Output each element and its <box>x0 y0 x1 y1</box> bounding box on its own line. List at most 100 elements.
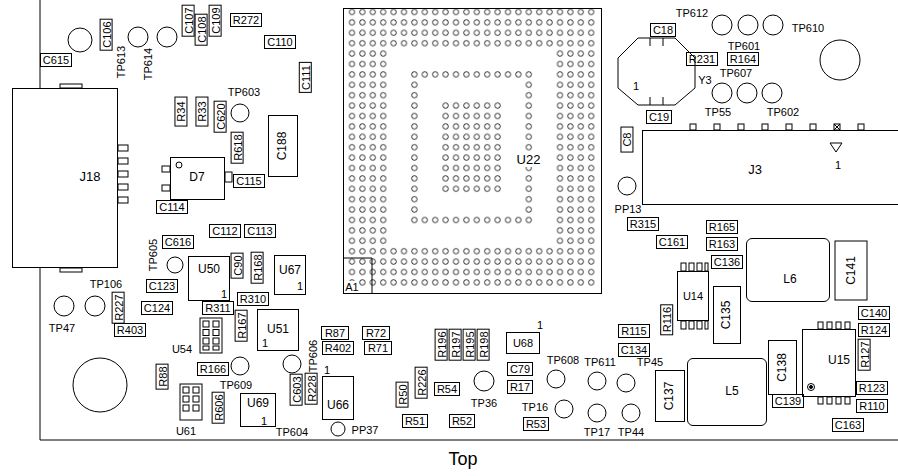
component-outline: C123 <box>146 279 178 292</box>
reference-designator: D7 <box>189 171 204 184</box>
component-outline: C8 <box>620 127 633 153</box>
component-outline: R123 <box>856 381 888 394</box>
bga-balls <box>347 7 597 288</box>
component-outline: C79 <box>507 362 533 375</box>
reference-designator: R17 <box>510 381 530 393</box>
reference-designator: R33 <box>196 102 208 122</box>
reference-designator: R52 <box>452 415 472 427</box>
component-outline: R17 <box>507 380 533 393</box>
component-outline: R164 <box>727 52 759 65</box>
component-outline: C115 <box>233 174 264 187</box>
reference-designator: U66 <box>327 399 349 412</box>
component-outline: C111 <box>298 63 311 94</box>
reference-designator: R402 <box>325 342 351 354</box>
component-outline: R226 <box>414 367 427 399</box>
reference-designator: U68 <box>513 337 533 349</box>
component-outline: R197 <box>448 329 461 361</box>
reference-designator: U67 <box>279 264 301 277</box>
silkscreen-label: TP612 <box>676 7 708 19</box>
reference-designator: R123 <box>859 382 885 394</box>
component-outline: C124 <box>141 301 173 314</box>
reference-designator: U15 <box>828 354 850 367</box>
reference-designator: C161 <box>659 236 685 248</box>
component-outline: R163 <box>706 237 738 250</box>
component-outline: R88 <box>155 364 168 390</box>
component-outline: R228 <box>304 373 317 405</box>
component-outline: C138 <box>768 340 797 395</box>
component-outline: C110 <box>264 35 295 48</box>
reference-designator: R310 <box>240 293 266 305</box>
component-outline: J18 <box>12 88 118 268</box>
reference-designator: C139 <box>775 395 801 407</box>
component-outline: R165 <box>706 220 738 233</box>
reference-designator: C18 <box>653 24 673 36</box>
silkscreen-label: TP608 <box>547 354 579 366</box>
mounting-hole <box>73 358 127 412</box>
component-outline: R52 <box>449 414 475 427</box>
component-outline: L6 <box>746 238 830 302</box>
reference-designator: J18 <box>80 170 101 184</box>
silkscreen-label: TP611 <box>584 356 616 368</box>
reference-designator: C620 <box>214 104 226 130</box>
reference-designator: C110 <box>267 36 292 48</box>
reference-designator: C115 <box>236 175 261 187</box>
silkscreen-label: TP47 <box>49 322 75 334</box>
reference-designator: C8 <box>621 133 633 147</box>
component-outline: D7 <box>170 157 225 200</box>
silkscreen-label: TP607 <box>720 67 752 79</box>
component-outline: R311 <box>202 301 233 314</box>
component-outline: R72 <box>362 326 390 339</box>
silkscreen-label: TP613 <box>115 46 127 78</box>
reference-designator: C141 <box>844 256 857 285</box>
component-outline: C109 <box>208 5 221 37</box>
silkscreen-label: TP603 <box>228 86 260 98</box>
reference-designator: U14 <box>683 290 703 302</box>
test-points <box>54 15 783 436</box>
reference-designator: U69 <box>247 397 269 410</box>
silkscreen-label: TP601 <box>728 40 760 52</box>
reference-designator: C107 <box>182 8 194 34</box>
silkscreen-label: Y3 <box>698 74 711 86</box>
reference-designator: R165 <box>709 221 735 233</box>
reference-designator: C135 <box>720 301 733 330</box>
reference-designator: R228 <box>305 376 317 402</box>
reference-designator: R116 <box>661 307 673 332</box>
silkscreen-label: Top <box>448 450 477 470</box>
silkscreen-label: U54 <box>172 343 192 355</box>
reference-designator: R272 <box>233 14 259 26</box>
reference-designator: C114 <box>159 201 184 213</box>
component-outline: C107 <box>181 5 194 37</box>
silkscreen-label: U61 <box>176 425 196 437</box>
reference-designator: C111 <box>299 66 311 91</box>
reference-designator: R168 <box>251 255 263 281</box>
reference-designator: R403 <box>117 324 143 336</box>
reference-designator: R71 <box>368 342 388 354</box>
silkscreen-label: TP55 <box>705 106 731 118</box>
connector-detail <box>60 84 864 272</box>
reference-designator: U50 <box>198 263 220 276</box>
component-outline: C139 <box>772 394 804 407</box>
reference-designator: C615 <box>43 54 69 66</box>
component-outline: R116 <box>660 304 673 335</box>
silkscreen-label: PP13 <box>615 203 642 215</box>
reference-designator: R167 <box>235 313 247 339</box>
component-outline: U66 <box>322 376 354 420</box>
reference-designator: R196 <box>435 332 447 358</box>
reference-designator: R88 <box>156 367 168 387</box>
component-outline: U68 <box>506 332 540 354</box>
component-outline: R71 <box>364 341 392 354</box>
reference-designator: C140 <box>861 307 887 319</box>
reference-designator: C123 <box>149 280 175 292</box>
silkscreen-label: TP614 <box>142 48 154 80</box>
component-outline: C90 <box>230 253 243 279</box>
component-outline: R53 <box>523 417 549 430</box>
reference-designator: R72 <box>366 327 386 339</box>
component-outline: R50 <box>395 382 408 408</box>
component-outline: C134 <box>618 343 650 356</box>
component-outline: C137 <box>655 370 685 422</box>
silkscreen-label: 1 <box>221 288 227 300</box>
component-outline: C620 <box>213 101 226 133</box>
reference-designator: R197 <box>449 332 461 358</box>
component-outline: C603 <box>289 374 302 406</box>
